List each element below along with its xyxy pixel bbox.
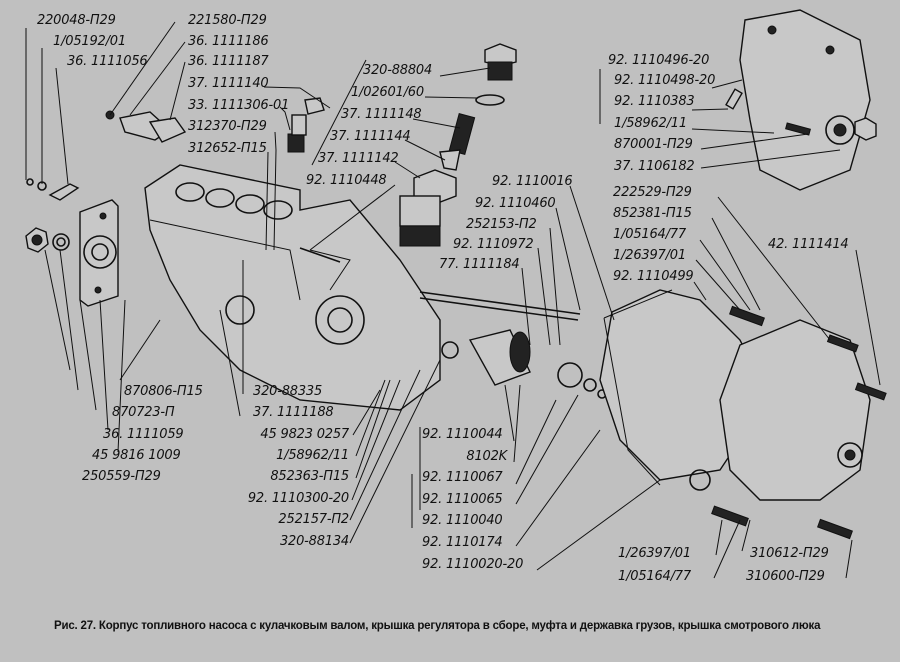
part-label: 42. 1111414 [768, 237, 849, 252]
part-label: 320-88134 [279, 534, 349, 549]
part-label: 252153-П2 [466, 217, 537, 232]
part-label: 77. 1111184 [439, 257, 520, 272]
part-label: 870723-П [112, 405, 175, 420]
part-label: 45 9823 0257 [260, 427, 349, 442]
part-label: 312652-П15 [188, 141, 267, 156]
part-label: 45 9816 1009 [92, 448, 181, 463]
part-label: 221580-П29 [188, 13, 267, 28]
part-label: 1/05192/01 [53, 34, 126, 49]
part-label: 1/26397/01 [618, 546, 691, 561]
part-label: 37. 1111188 [253, 405, 334, 420]
part-label: 92. 1110972 [453, 237, 534, 252]
part-label: 37. 1111140 [188, 76, 269, 91]
part-label: 37. 1111142 [318, 151, 399, 166]
part-label: 37. 1111148 [341, 107, 422, 122]
part-label: 1/02601/60 [351, 85, 424, 100]
part-label: 8102K [466, 449, 507, 464]
part-label: 92. 1110300-20 [247, 491, 349, 506]
inspection-cover-part [725, 9, 877, 191]
part-label: 92. 1110499 [613, 269, 694, 284]
banjo-bolt-part [287, 97, 325, 153]
part-label: 92. 1110383 [614, 94, 695, 109]
part-label: 92. 1110460 [475, 196, 556, 211]
part-label: 1/05164/77 [613, 227, 686, 242]
part-label: 222529-П29 [613, 185, 692, 200]
part-label: 92. 1110020-20 [422, 557, 524, 572]
camshaft-part [419, 291, 607, 399]
part-label: 252157-П2 [278, 512, 349, 527]
part-label: 92. 1110067 [422, 470, 503, 485]
bolt-flange-part [105, 110, 187, 143]
coupling-flange-part [79, 199, 119, 307]
part-label: 310612-П29 [750, 546, 829, 561]
spring-washer-part [52, 233, 70, 251]
governor-cover-part [599, 289, 871, 501]
part-label: 320-88335 [253, 384, 323, 399]
part-label: 36. 1111056 [67, 54, 148, 69]
part-label: 92. 1110044 [422, 427, 503, 442]
part-label: 37. 1106182 [614, 159, 695, 174]
part-label: 92. 1110448 [306, 173, 387, 188]
part-label: 36. 1111187 [188, 54, 269, 69]
nut-part [25, 227, 49, 253]
part-label: 92. 1110498-20 [614, 73, 716, 88]
part-label: 852363-П15 [270, 469, 349, 484]
part-label: 37. 1111144 [330, 129, 411, 144]
figure-caption: Рис. 27. Корпус топливного насоса с кула… [54, 620, 821, 632]
part-label: 870001-П29 [614, 137, 693, 152]
part-label: 36. 1111059 [103, 427, 184, 442]
leader-lines [25, 21, 881, 579]
part-label: 250559-П29 [82, 469, 161, 484]
part-label: 1/58962/11 [276, 448, 349, 463]
part-label: 92. 1110040 [422, 513, 503, 528]
part-label: 92. 1110065 [422, 492, 503, 507]
part-label: 870806-П15 [124, 384, 203, 399]
part-label: 320-88804 [363, 63, 433, 78]
part-label: 220048-П29 [37, 13, 116, 28]
valve-group-part [399, 43, 517, 247]
part-label: 1/58962/11 [614, 116, 687, 131]
part-label: 36. 1111186 [188, 34, 269, 49]
part-label: 92. 1110496-20 [608, 53, 710, 68]
part-label: 92. 1110016 [492, 174, 573, 189]
pump-housing-part [144, 164, 441, 411]
part-label: 1/26397/01 [613, 248, 686, 263]
part-label: 312370-П29 [188, 119, 267, 134]
part-label: 92. 1110174 [422, 535, 503, 550]
small-washers-part [26, 178, 80, 201]
part-label: 33. 1111306-01 [188, 98, 290, 113]
part-label: 310600-П29 [746, 569, 825, 584]
part-label: 1/05164/77 [618, 569, 691, 584]
part-label: 852381-П15 [613, 206, 692, 221]
